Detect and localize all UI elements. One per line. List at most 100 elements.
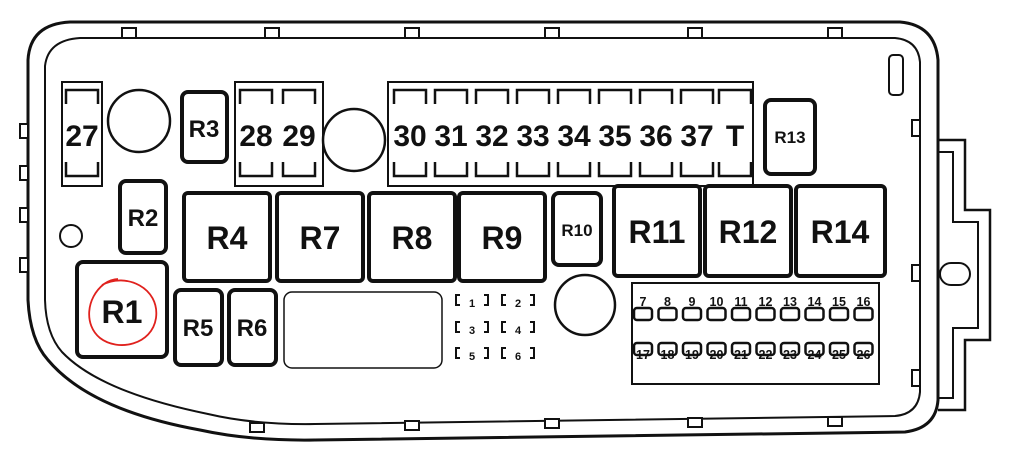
fuse-cap-bottom <box>638 162 674 178</box>
mini-fuse-slot <box>657 341 678 357</box>
connector-slot-icon <box>939 262 971 286</box>
fuse-34-label: 34 <box>557 120 591 153</box>
relay-R4-label: R4 <box>207 220 248 256</box>
mini-fuse-slot <box>730 341 752 357</box>
small-fuse-bracket-left <box>501 294 506 306</box>
relay-R13 <box>763 98 817 176</box>
relay-R12-label: R12 <box>719 214 778 250</box>
small-fuse-bracket-left <box>501 321 506 333</box>
fuse-1-label: 1 <box>469 298 475 310</box>
fuse-cap-top <box>238 88 274 104</box>
mini-fuse-label: 13 <box>783 295 797 309</box>
housing-inner <box>44 37 921 426</box>
mini-fuse-label: 7 <box>640 295 647 309</box>
small-fuse-bracket-right <box>530 347 535 359</box>
relay-R3 <box>180 90 229 164</box>
mini-fuse-slot <box>706 306 727 322</box>
fuse-30-T-bank <box>387 81 754 187</box>
right-inner-tabs <box>911 119 921 387</box>
relay-R3-label: R3 <box>189 116 220 143</box>
fuse-cap-bottom <box>679 162 715 178</box>
tab <box>121 27 137 39</box>
mini-fuse-label: 10 <box>710 295 724 309</box>
fuse-T-label: T <box>726 120 744 153</box>
fuse-4-label: 4 <box>515 325 522 337</box>
tab <box>19 123 29 139</box>
relay-R5-label: R5 <box>183 315 214 342</box>
fuse-27-body <box>61 81 103 187</box>
relay-R8 <box>367 191 457 283</box>
small-fuse-bracket-left <box>455 347 460 359</box>
relay-R1-label: R1 <box>102 294 143 330</box>
small-fuse-bracket-right <box>530 321 535 333</box>
fuse-32-label: 32 <box>475 120 508 153</box>
post-circle <box>106 88 172 154</box>
small-fuse-bracket-right <box>484 294 489 306</box>
relay-R2 <box>118 179 168 255</box>
fuse-cap-top <box>433 88 469 104</box>
fuse-cap-top <box>515 88 551 104</box>
right-connector <box>938 138 992 412</box>
relay-R8-label: R8 <box>392 220 433 256</box>
tab <box>827 416 843 427</box>
fuse-cap-bottom <box>474 162 510 178</box>
fuse-2-label: 2 <box>515 298 521 310</box>
tab <box>687 27 703 39</box>
fuse-cap-top <box>64 88 100 104</box>
fuse-cap-top <box>556 88 592 104</box>
mini-fuse-frame <box>631 282 880 385</box>
fuse-cap-bottom <box>281 162 317 178</box>
fuse-33-label: 33 <box>516 120 549 153</box>
mini-fuse-slot <box>632 341 654 357</box>
fuse-3-label: 3 <box>469 325 475 337</box>
fuse-cap-top <box>474 88 510 104</box>
top-right-slot <box>888 54 904 96</box>
relay-R12 <box>703 184 793 278</box>
post-circle <box>321 107 387 173</box>
relay-R9-label: R9 <box>482 220 523 256</box>
mini-fuse-slot <box>730 306 752 322</box>
mini-fuse-label: 15 <box>832 295 846 309</box>
tab <box>19 257 29 273</box>
mini-fuse-label: 12 <box>759 295 773 309</box>
relay-R6-label: R6 <box>237 315 268 342</box>
mini-fuse-slot <box>828 306 850 322</box>
tab <box>19 165 29 181</box>
mini-fuse-slot <box>706 341 727 357</box>
tab <box>544 418 560 429</box>
mini-fuse-slot <box>755 306 776 322</box>
fuse-caps <box>64 88 753 178</box>
mini-fuse-slot <box>804 306 825 322</box>
mini-fuse-label: 9 <box>689 295 696 309</box>
fuse-cap-bottom <box>597 162 633 178</box>
relay-R5 <box>173 288 224 367</box>
relay-R10-label: R10 <box>561 221 592 240</box>
tab <box>911 369 921 387</box>
fuse-5-label: 5 <box>469 351 475 363</box>
mini-fuse-slot <box>779 306 801 322</box>
fuse-6-label: 6 <box>515 351 521 363</box>
highlight-circle-mark <box>88 278 158 346</box>
connector-outline <box>938 138 992 412</box>
tab <box>911 264 921 282</box>
relays: R3 R13 R2 R4 R7 R8 R9 R10 R11 R12 R14 R1… <box>75 90 887 367</box>
mini-fuse-slot <box>755 341 776 357</box>
mini-fuse-label: 11 <box>734 295 747 309</box>
small-fuse-bracket-right <box>484 347 489 359</box>
fuse-28-label: 28 <box>239 120 272 153</box>
mini-fuse-label: 14 <box>808 295 822 309</box>
tab <box>264 27 280 39</box>
fuse-37-label: 37 <box>680 120 713 153</box>
small-fuse-bracket-left <box>455 294 460 306</box>
left-tabs <box>19 123 29 273</box>
tab <box>249 422 265 433</box>
small-fuse-bracket-left <box>501 347 506 359</box>
relay-R11 <box>612 184 702 278</box>
tab <box>544 27 560 39</box>
relay-R6 <box>227 288 278 367</box>
tab <box>404 420 420 431</box>
fuse-36-label: 36 <box>639 120 672 153</box>
